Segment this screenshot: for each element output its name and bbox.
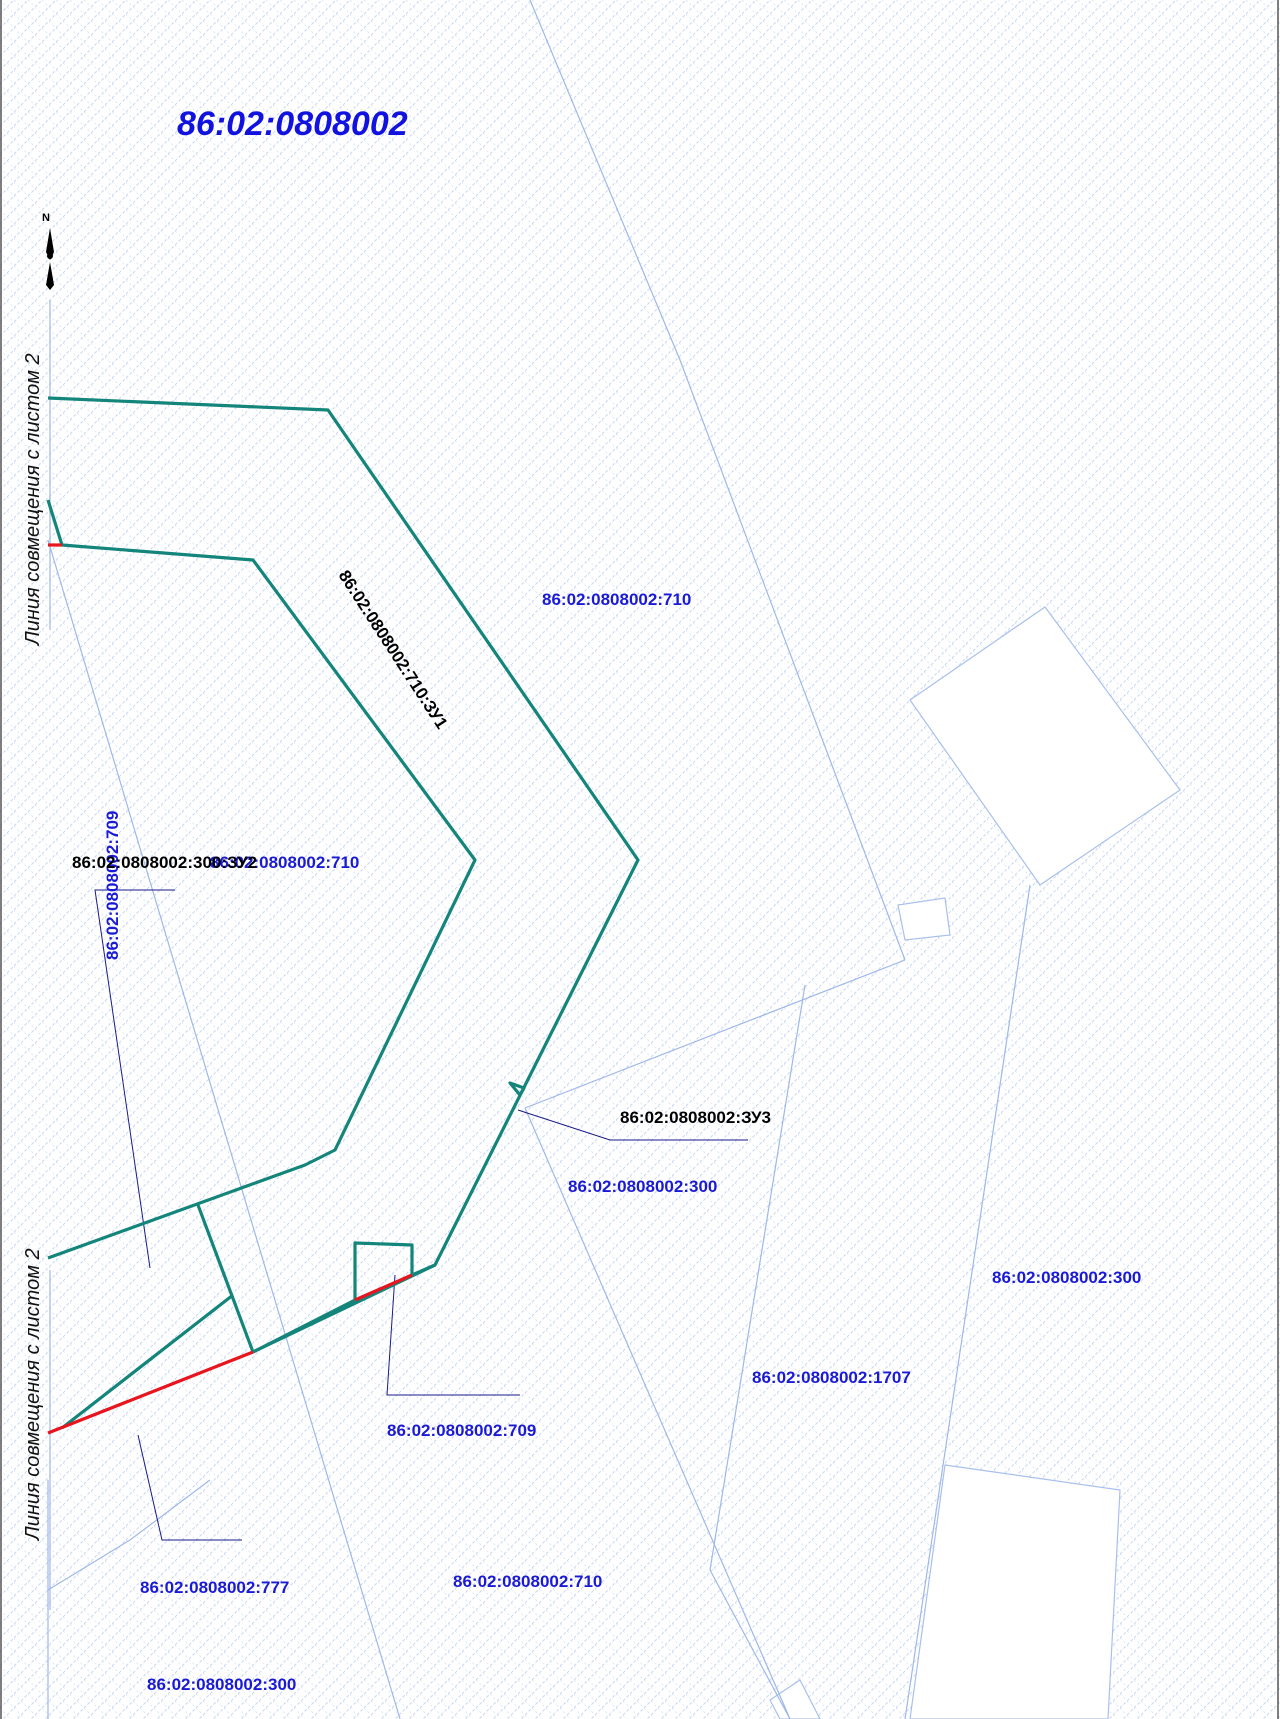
existing-parcel-boundaries [47, 0, 1031, 1719]
parcel-label: 86:02:0808002:709 [387, 1421, 536, 1440]
parcel-label: 86:02:0808002:1707 [752, 1368, 911, 1387]
parcel-label: 86:02:0808002:709 [103, 811, 122, 960]
building-footprint-3 [909, 1464, 1121, 1719]
leader-lines [94, 889, 748, 1541]
formed-parcel-label: 86:02:0808002:ЗУ3 [620, 1108, 771, 1127]
parcel-label: 86:02:0808002:300 [147, 1675, 296, 1694]
quarter-number: 86:02:0808002 [177, 105, 408, 143]
north-label: N [42, 212, 50, 224]
parcel-label: 86:02:0808002:300 [992, 1268, 1141, 1287]
match-line-label-bottom: Линия совмещения с листом 2 [22, 1248, 44, 1542]
building-footprint-2 [897, 897, 951, 941]
north-arrow-icon: N [42, 212, 54, 290]
parcel-label: 86:02:0808002:777 [140, 1578, 289, 1597]
parcel-label: 86:02:0808002:710 [210, 853, 359, 872]
match-line-label-top: Линия совмещения с листом 2 [22, 353, 44, 647]
highlighted-segments [47, 543, 413, 1435]
parcel-label: 86:02:0808002:710 [542, 590, 691, 609]
parcel-label: 86:02:0808002:710 [453, 1572, 602, 1591]
building-footprint-4 [769, 1679, 821, 1719]
parcel-labels: 86:02:0808002:710 86:02:0808002:710 86:0… [103, 590, 1141, 1694]
formed-parcel-label: 86:02:0808002:300:ЗУ2 [72, 853, 257, 872]
building-footprint-1 [909, 606, 1181, 886]
formed-parcel-boundaries [46, 396, 640, 1430]
parcel-label: 86:02:0808002:300 [568, 1177, 717, 1196]
